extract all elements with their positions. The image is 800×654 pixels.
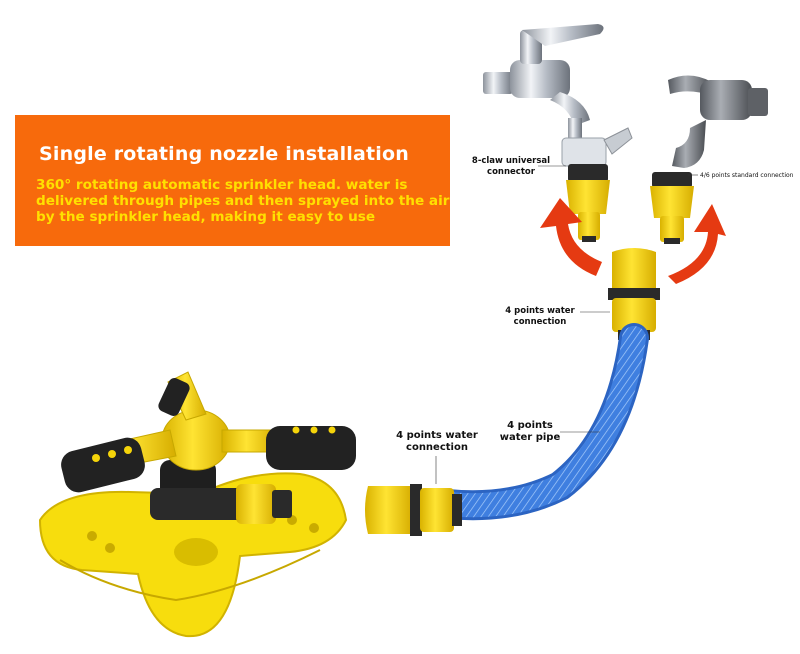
three-arm-sprinkler-icon [38, 371, 356, 638]
red-curved-arrow-icon [540, 198, 602, 276]
standard-connector-icon [650, 172, 694, 244]
banner-description-line: by the sprinkler head, making it easy to… [36, 209, 376, 225]
label-line: 4 points water [505, 306, 575, 316]
label-water-pipe: 4 points water pipe [494, 420, 566, 444]
info-banner: Single rotating nozzle installation 360°… [15, 115, 450, 246]
stainless-faucet-icon [668, 75, 768, 168]
label-line: 4 points water [396, 430, 478, 441]
label-eight-claw-connector: 8-claw universal connector [466, 156, 556, 178]
label-line: connection [513, 317, 567, 327]
banner-description-line: delivered through pipes and then sprayed… [36, 193, 450, 209]
banner-description: 360° rotating automatic sprinkler head. … [36, 177, 450, 225]
banner-description-line: 360° rotating automatic sprinkler head. … [36, 177, 408, 193]
label-water-connection-top: 4 points water connection [500, 306, 580, 328]
red-curved-arrow-icon [668, 204, 726, 284]
hose-braid [436, 326, 646, 518]
water-connection-left-icon [365, 484, 462, 536]
label-line: connector [487, 167, 535, 177]
chrome-faucet-icon [483, 24, 604, 142]
label-line: water pipe [499, 432, 561, 443]
label-line: 4 points [507, 420, 553, 431]
eight-claw-connector-icon [561, 127, 633, 242]
label-standard-connection: 4/6 points standard connection [700, 172, 794, 179]
label-water-connection-left: 4 points water connection [392, 430, 482, 454]
label-line: connection [406, 442, 468, 453]
banner-title: Single rotating nozzle installation [39, 143, 409, 165]
label-line: 8-claw universal [471, 156, 551, 166]
